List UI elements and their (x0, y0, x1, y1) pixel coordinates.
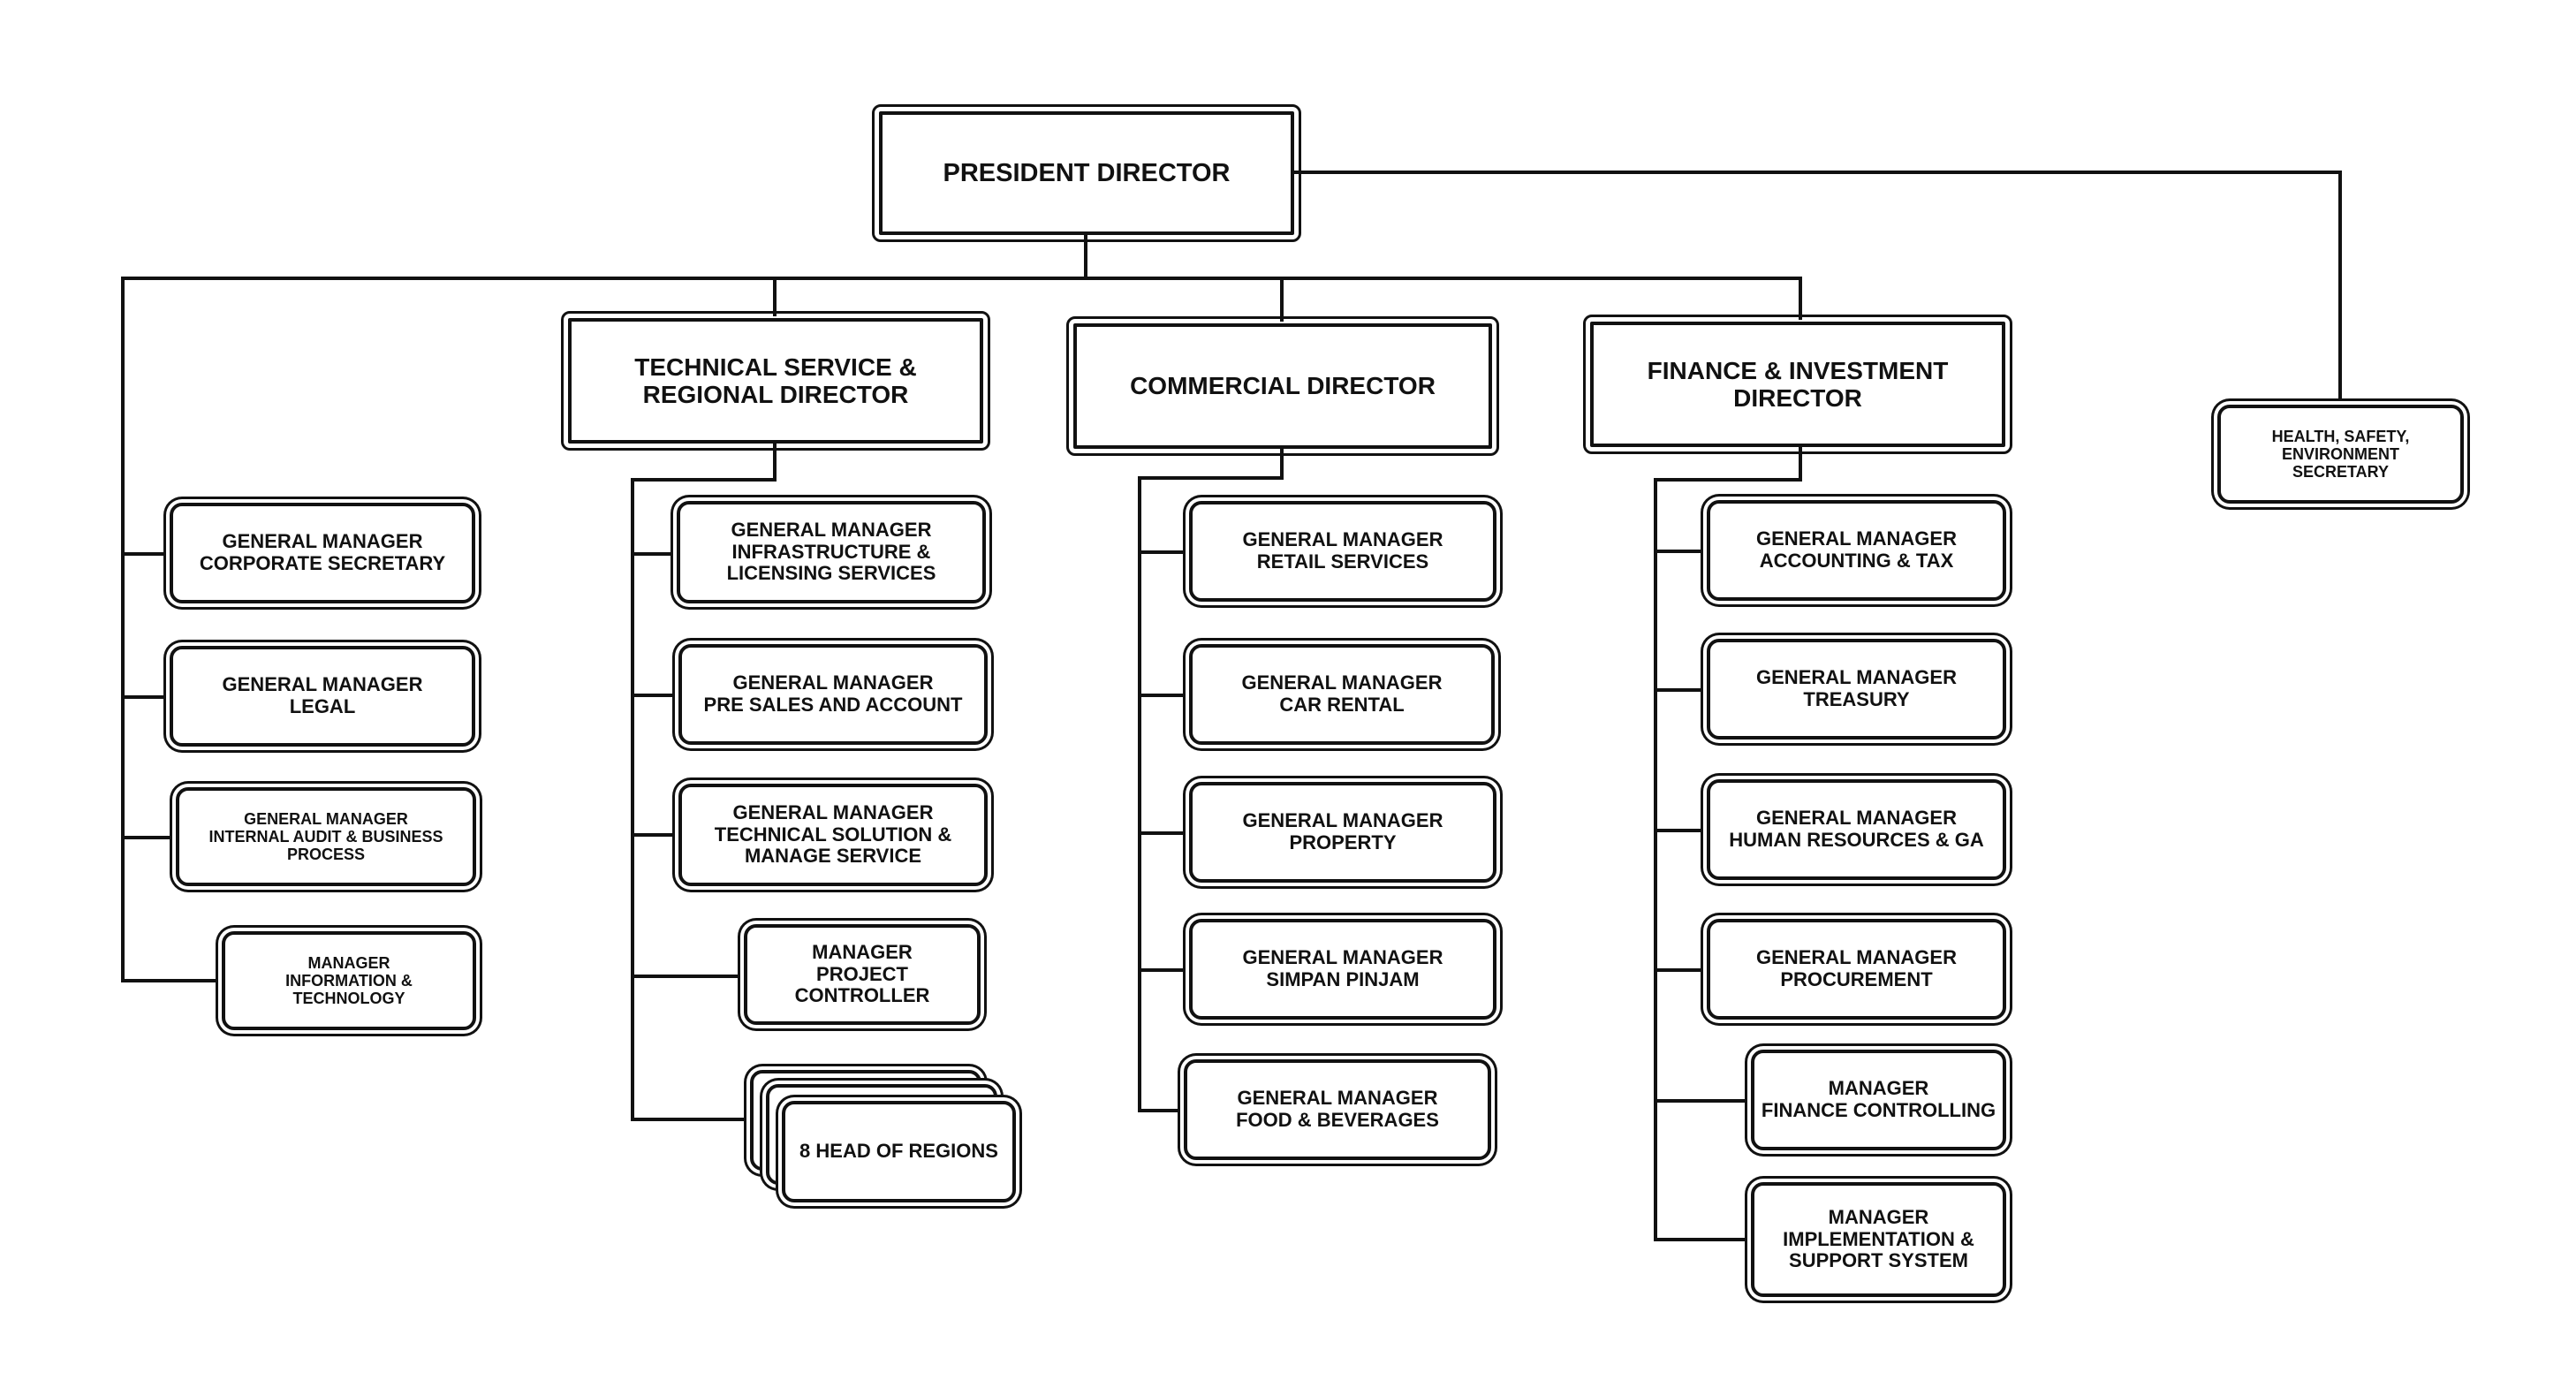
connector-line (1294, 171, 2342, 174)
gm-property-box: GENERAL MANAGER PROPERTY (1189, 782, 1496, 883)
gm-simpan-pinjam-box: GENERAL MANAGER SIMPAN PINJAM (1189, 919, 1496, 1020)
manager-project-controller-box: MANAGER PROJECT CONTROLLER (744, 924, 981, 1025)
connector-line (1138, 476, 1284, 480)
connector-line (631, 975, 744, 978)
gm-procurement-box: GENERAL MANAGER PROCUREMENT (1707, 919, 2006, 1020)
unit-label: GENERAL MANAGER FOOD & BEVERAGES (1236, 1087, 1439, 1131)
connector-line (1799, 277, 1802, 320)
commercial-director-label: COMMERCIAL DIRECTOR (1130, 372, 1436, 400)
manager-implementation-support-box: MANAGER IMPLEMENTATION & SUPPORT SYSTEM (1751, 1182, 2006, 1297)
connector-line (1799, 447, 1802, 482)
connector-line (773, 444, 777, 482)
unit-label: GENERAL MANAGER LEGAL (222, 673, 423, 717)
unit-label: 8 HEAD OF REGIONS (799, 1140, 998, 1163)
connector-line (1138, 476, 1141, 1112)
manager-finance-controlling-box: MANAGER FINANCE CONTROLLING (1751, 1050, 2006, 1150)
commercial-director-box: COMMERCIAL DIRECTOR (1066, 316, 1499, 456)
unit-label: GENERAL MANAGER CAR RENTAL (1241, 671, 1443, 716)
gm-legal-box: GENERAL MANAGER LEGAL (170, 646, 475, 747)
connector-line (1654, 1099, 1751, 1103)
gm-treasury-box: GENERAL MANAGER TREASURY (1707, 639, 2006, 740)
connector-line (1654, 968, 1707, 972)
unit-label: GENERAL MANAGER SIMPAN PINJAM (1242, 946, 1443, 990)
connector-line (1138, 968, 1189, 972)
gm-internal-audit-box: GENERAL MANAGER INTERNAL AUDIT & BUSINES… (176, 787, 476, 886)
connector-line (631, 833, 678, 837)
gm-infrastructure-box: GENERAL MANAGER INFRASTRUCTURE & LICENSI… (677, 501, 986, 603)
unit-label: MANAGER IMPLEMENTATION & SUPPORT SYSTEM (1783, 1206, 1974, 1272)
gm-technical-solution-box: GENERAL MANAGER TECHNICAL SOLUTION & MAN… (678, 784, 988, 886)
connector-line (1138, 550, 1189, 554)
manager-it-box: MANAGER INFORMATION & TECHNOLOGY (222, 931, 476, 1030)
connector-line (773, 277, 777, 316)
connector-line (1654, 688, 1707, 692)
technical-director-box: TECHNICAL SERVICE & REGIONAL DIRECTOR (561, 311, 990, 451)
president-director-box: PRESIDENT DIRECTOR (872, 104, 1301, 242)
connector-line (121, 695, 170, 699)
gm-food-beverages-box: GENERAL MANAGER FOOD & BEVERAGES (1184, 1059, 1491, 1160)
connector-line (2338, 171, 2342, 402)
gm-car-rental-box: GENERAL MANAGER CAR RENTAL (1189, 644, 1495, 745)
unit-label: GENERAL MANAGER PROPERTY (1242, 809, 1443, 853)
unit-label: GENERAL MANAGER INTERNAL AUDIT & BUSINES… (208, 809, 443, 864)
connector-line (121, 552, 170, 556)
connector-line (631, 552, 677, 556)
unit-label: GENERAL MANAGER RETAIL SERVICES (1242, 528, 1443, 573)
gm-corporate-secretary-box: GENERAL MANAGER CORPORATE SECRETARY (170, 503, 475, 603)
unit-label: GENERAL MANAGER PROCUREMENT (1756, 946, 1957, 990)
connector-line (121, 836, 176, 839)
hse-secretary-label: HEALTH, SAFETY, ENVIRONMENT SECRETARY (2271, 427, 2410, 482)
connector-line (631, 478, 777, 482)
connector-line (1280, 449, 1284, 480)
gm-retail-services-box: GENERAL MANAGER RETAIL SERVICES (1189, 501, 1496, 602)
connector-line (1138, 831, 1189, 835)
connector-line (1138, 694, 1189, 697)
unit-label: MANAGER FINANCE CONTROLLING (1761, 1077, 1996, 1121)
finance-director-box: FINANCE & INVESTMENT DIRECTOR (1583, 315, 2012, 454)
unit-label: MANAGER INFORMATION & TECHNOLOGY (285, 953, 413, 1008)
unit-label: MANAGER PROJECT CONTROLLER (794, 941, 930, 1007)
unit-label: GENERAL MANAGER PRE SALES AND ACCOUNT (703, 671, 963, 716)
gm-accounting-tax-box: GENERAL MANAGER ACCOUNTING & TAX (1707, 500, 2006, 601)
connector-line (631, 694, 678, 697)
president-director-label: PRESIDENT DIRECTOR (943, 158, 1231, 187)
connector-line (631, 478, 634, 1121)
connector-line (1084, 234, 1087, 280)
unit-label: GENERAL MANAGER TREASURY (1756, 666, 1957, 710)
connector-line (1654, 478, 1802, 482)
connector-line (1654, 829, 1707, 832)
connector-line (121, 277, 1802, 280)
head-of-regions-box: 8 HEAD OF REGIONS (782, 1101, 1016, 1202)
connector-line (1654, 550, 1707, 553)
unit-label: GENERAL MANAGER HUMAN RESOURCES & GA (1729, 807, 1984, 851)
connector-line (1138, 1109, 1184, 1112)
finance-director-label: FINANCE & INVESTMENT DIRECTOR (1647, 356, 1949, 412)
technical-director-label: TECHNICAL SERVICE & REGIONAL DIRECTOR (634, 353, 917, 408)
connector-line (121, 979, 222, 982)
gm-human-resources-box: GENERAL MANAGER HUMAN RESOURCES & GA (1707, 779, 2006, 880)
connector-line (1654, 1238, 1751, 1241)
hse-secretary-box: HEALTH, SAFETY, ENVIRONMENT SECRETARY (2217, 405, 2464, 504)
unit-label: GENERAL MANAGER INFRASTRUCTURE & LICENSI… (726, 519, 936, 585)
connector-line (121, 277, 125, 982)
connector-line (1654, 478, 1657, 1241)
unit-label: GENERAL MANAGER CORPORATE SECRETARY (199, 530, 446, 574)
unit-label: GENERAL MANAGER ACCOUNTING & TAX (1756, 527, 1957, 572)
unit-label: GENERAL MANAGER TECHNICAL SOLUTION & MAN… (714, 801, 952, 868)
connector-line (631, 1118, 750, 1121)
gm-pre-sales-box: GENERAL MANAGER PRE SALES AND ACCOUNT (678, 644, 988, 745)
connector-line (1280, 277, 1284, 322)
